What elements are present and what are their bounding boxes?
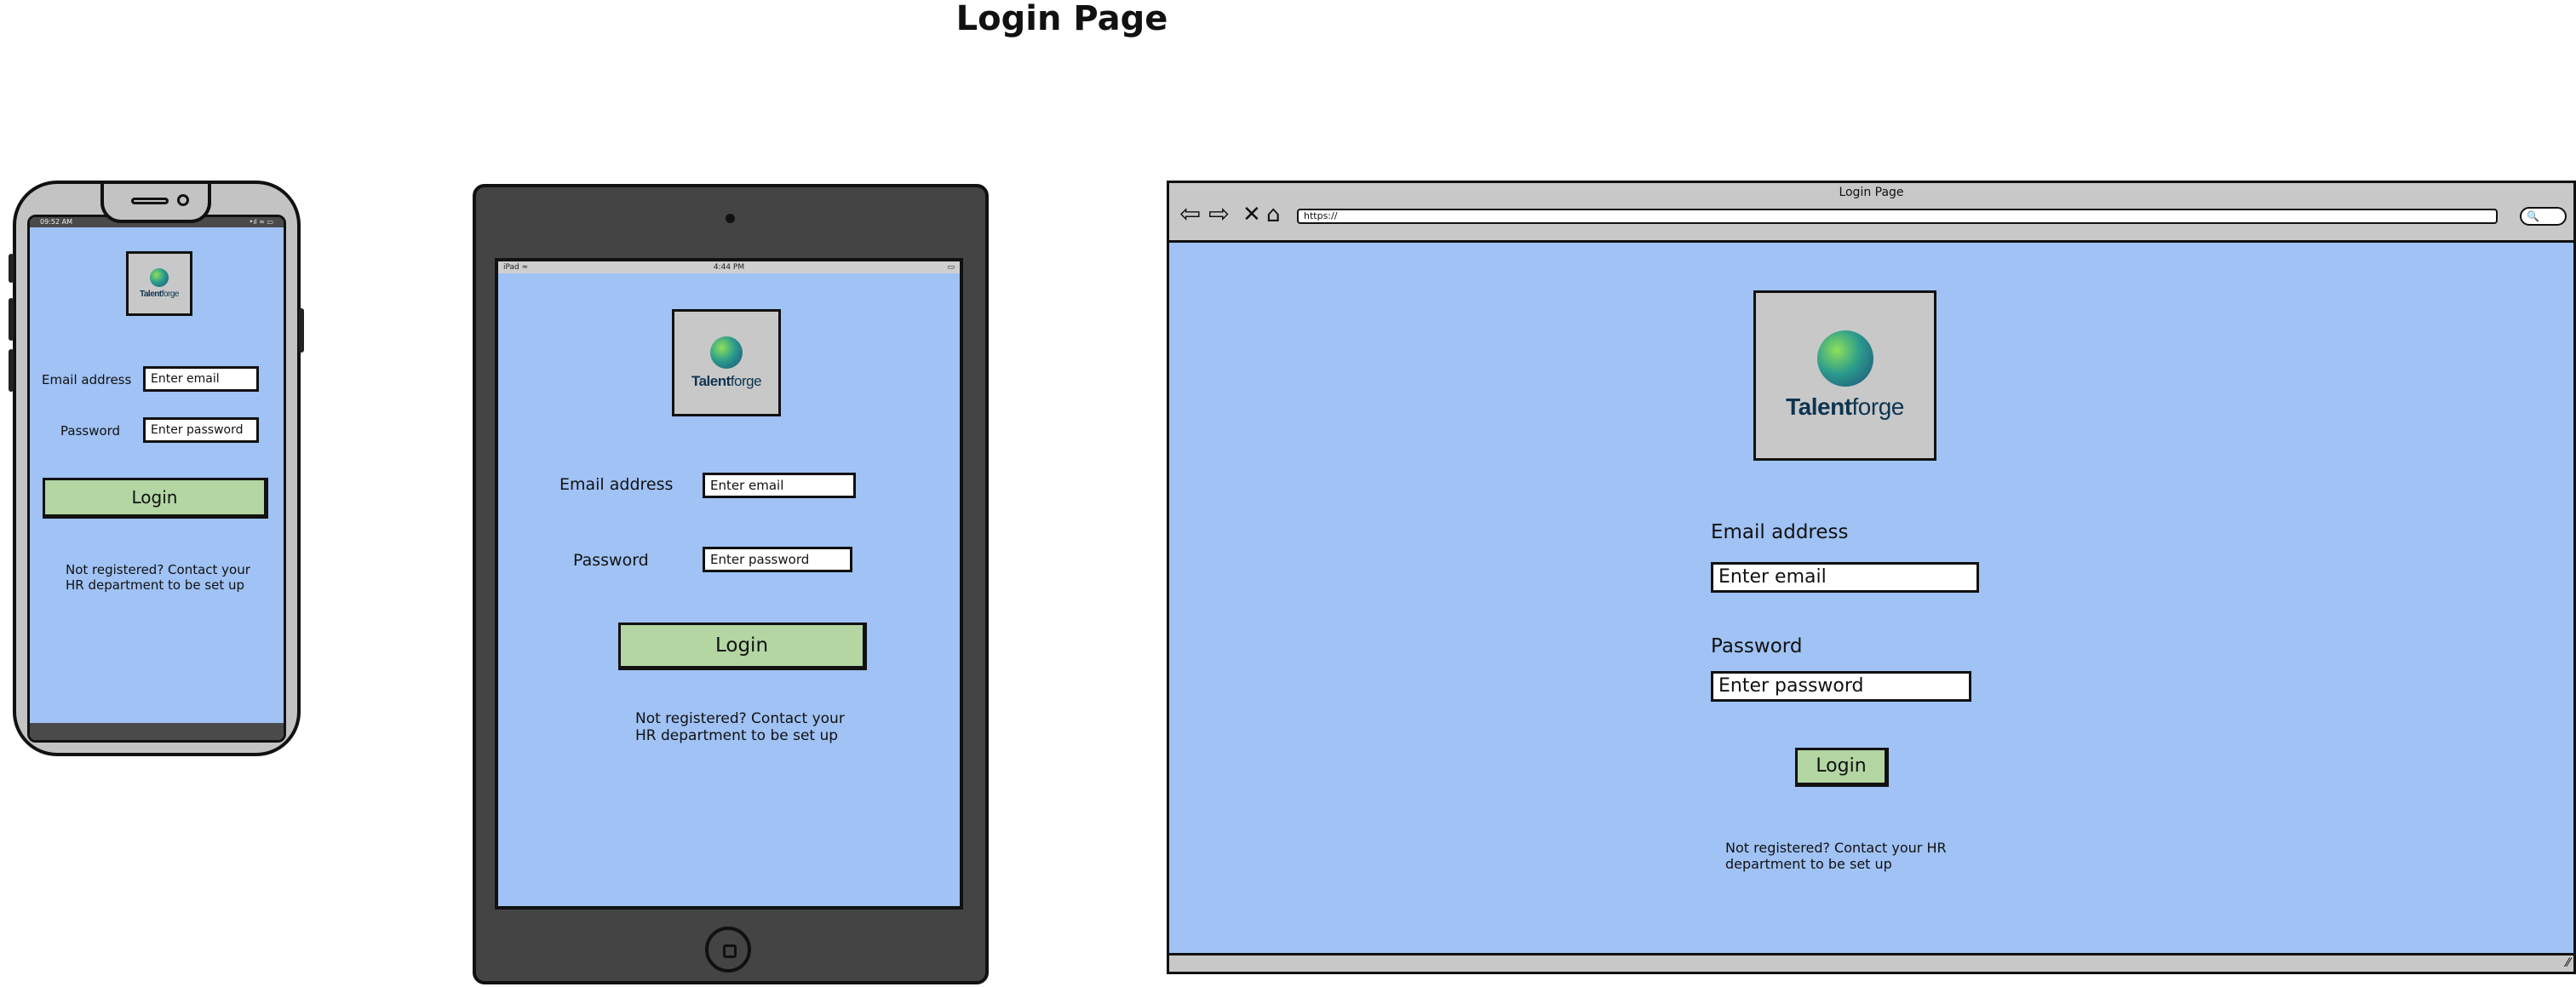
browser-logo: Talentforge [1753, 290, 1936, 461]
phone-side-button [9, 254, 14, 283]
logo-text-bold: Talent [1786, 393, 1852, 420]
page-title: Login Page [955, 0, 1168, 38]
back-arrow-icon[interactable]: ⇦ [1179, 199, 1202, 229]
phone-password-input[interactable]: Enter password [143, 417, 259, 443]
logo-text-light: forge [1851, 393, 1905, 420]
tablet-status-bar: iPad ≈ 4:44 PM ▭ [498, 261, 960, 273]
tablet-status-left: iPad ≈ [503, 263, 529, 272]
browser-window: Login Page ⇦ ⇨ ✕ ⌂ https:// 🔍 Talentforg… [1167, 181, 2576, 974]
browser-login-button[interactable]: Login [1795, 748, 1889, 787]
browser-password-input[interactable]: Enter password [1711, 671, 1971, 702]
phone-password-label: Password [60, 423, 121, 439]
phone-volume-up-button [9, 298, 14, 341]
url-bar[interactable]: https:// [1297, 209, 2498, 224]
browser-email-input[interactable]: Enter email [1711, 562, 1979, 593]
home-square-icon [723, 944, 737, 958]
phone-note-line2: HR department to be set up [66, 577, 245, 593]
tablet-email-label: Email address [559, 475, 674, 494]
tablet-register-note: Not registered? Contact your HR departme… [635, 710, 891, 745]
globe-icon [710, 336, 743, 369]
phone-status-icons: •ıl ≈ ▭ [249, 218, 273, 226]
phone-login-button[interactable]: Login [43, 478, 268, 519]
browser-email-label: Email address [1711, 521, 1849, 543]
search-icon[interactable]: 🔍 [2520, 207, 2567, 226]
browser-password-label: Password [1711, 635, 1803, 657]
tablet-screen: iPad ≈ 4:44 PM ▭ Talentforge Email addre… [495, 258, 963, 910]
browser-status-bar: ⁄⁄ [1169, 953, 2573, 972]
tablet-note-line2: HR department to be set up [635, 727, 839, 745]
resize-handle-icon[interactable]: ⁄⁄ [2566, 956, 2570, 970]
phone-notch [100, 184, 211, 223]
tablet-email-input[interactable]: Enter email [703, 473, 856, 498]
home-icon[interactable]: ⌂ [1266, 202, 1281, 227]
phone-email-input[interactable]: Enter email [143, 366, 259, 392]
browser-toolbar: Login Page ⇦ ⇨ ✕ ⌂ https:// 🔍 [1169, 183, 2573, 243]
browser-note-line2: department to be set up [1725, 856, 1892, 873]
tablet-status-time: 4:44 PM [713, 263, 745, 272]
phone-bottom-bar [30, 723, 284, 740]
tablet-login-button[interactable]: Login [618, 623, 867, 670]
phone-status-time: 09:52 AM [40, 218, 72, 226]
tablet-password-input[interactable]: Enter password [703, 547, 852, 572]
logo-text-bold: Talent [139, 290, 162, 299]
tablet-password-label: Password [573, 551, 649, 570]
globe-icon [1816, 330, 1873, 387]
logo-text-bold: Talent [691, 372, 731, 389]
phone-screen: 09:52 AM •ıl ≈ ▭ Talentforge Email addre… [27, 215, 286, 743]
tablet-battery-icon: ▭ [947, 263, 955, 272]
phone-email-label: Email address [42, 372, 132, 387]
browser-window-title: Login Page [1839, 186, 1904, 199]
phone-speaker-icon [131, 198, 169, 204]
tablet-camera-icon [726, 214, 735, 223]
phone-note-line1: Not registered? Contact your [66, 562, 250, 577]
phone-volume-down-button [9, 349, 14, 392]
tablet-note-line1: Not registered? Contact your [635, 710, 845, 727]
phone-camera-icon [177, 194, 189, 206]
tablet-home-button[interactable] [705, 927, 751, 973]
phone-power-button [299, 308, 304, 353]
logo-text-light: forge [161, 290, 180, 299]
phone-register-note: Not registered? Contact your HR departme… [66, 562, 270, 593]
close-x-icon[interactable]: ✕ [1242, 202, 1261, 227]
browser-register-note: Not registered? Contact your HR departme… [1725, 840, 1998, 872]
forward-arrow-icon[interactable]: ⇨ [1208, 199, 1231, 229]
logo-text-light: forge [730, 372, 762, 389]
browser-note-line1: Not registered? Contact your HR [1725, 840, 1947, 856]
tablet-logo: Talentforge [672, 309, 781, 416]
phone-logo: Talentforge [126, 251, 192, 316]
globe-icon [150, 268, 169, 287]
